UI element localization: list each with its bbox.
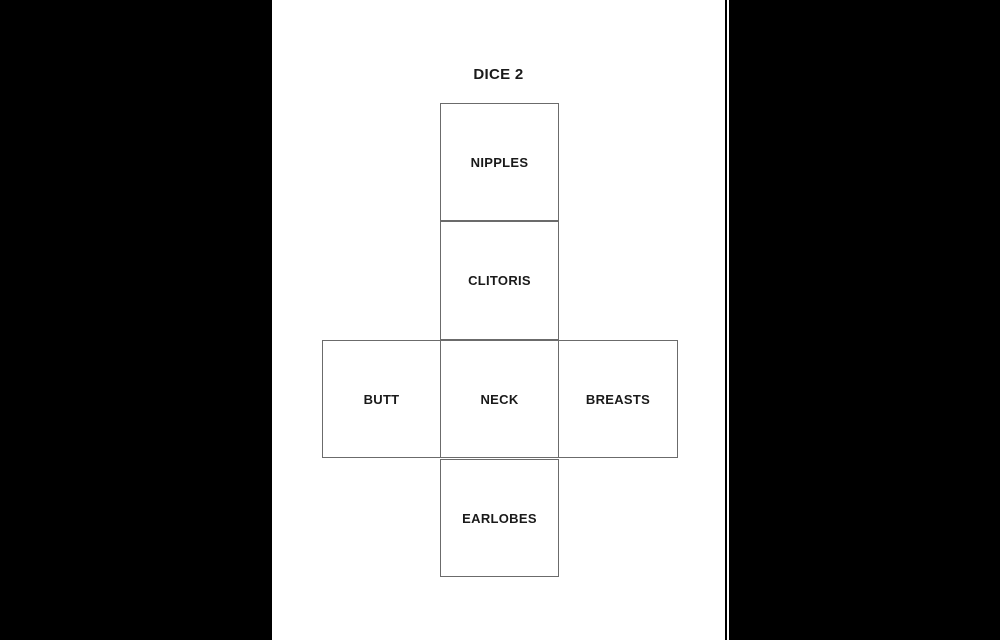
page-title: DICE 2: [473, 66, 524, 83]
dice-face-label-breasts: BREASTS: [585, 391, 651, 407]
dice-face-label-butt: BUTT: [363, 391, 400, 407]
dice-face-label-earlobes: EARLOBES: [462, 510, 537, 526]
dice-face-butt: BUTT: [322, 340, 441, 458]
next-page-edge: [727, 0, 729, 640]
dice-face-breasts: BREASTS: [558, 340, 678, 458]
dice-face-label-clitoris: CLITORIS: [468, 273, 531, 288]
dice-face-neck: NECK: [440, 340, 559, 458]
document-page: DICE 2 NIPPLES CLITORIS BUTT NECK BREAST…: [272, 0, 725, 640]
dice-face-label-nipples: NIPPLES: [470, 154, 529, 170]
dice-face-label-neck: NECK: [480, 391, 519, 407]
dice-face-earlobes: EARLOBES: [440, 459, 559, 577]
dice-face-clitoris: CLITORIS: [440, 221, 559, 340]
dice-face-nipples: NIPPLES: [440, 103, 559, 221]
